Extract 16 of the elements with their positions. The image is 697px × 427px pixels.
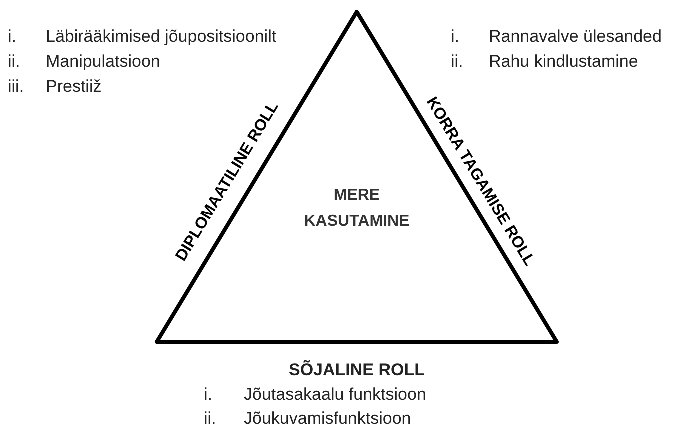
list-marker: ii. — [451, 53, 464, 70]
list-marker: ii. — [8, 53, 20, 70]
list-item: Jõutasakaalu funktsioon — [244, 386, 426, 403]
list-marker: ii. — [204, 410, 216, 427]
list-item: Prestiiž — [46, 78, 102, 95]
list-marker: i. — [451, 28, 460, 45]
center-title: MERE KASUTAMINE — [303, 186, 411, 232]
list-item: Jõukuvamisfunktsioon — [244, 410, 412, 427]
list-marker: i. — [204, 386, 212, 403]
list-marker: i. — [8, 28, 16, 45]
list-item: Läbirääkimised jõupositsioonilt — [46, 28, 277, 45]
list-item: Rahu kindlustamine — [489, 53, 638, 70]
list-item: Rannavalve ülesanded — [489, 28, 662, 45]
list-marker: iii. — [8, 78, 24, 95]
list-item: Manipulatsioon — [46, 53, 160, 70]
section-heading: SÕJALINE ROLL — [289, 362, 425, 378]
